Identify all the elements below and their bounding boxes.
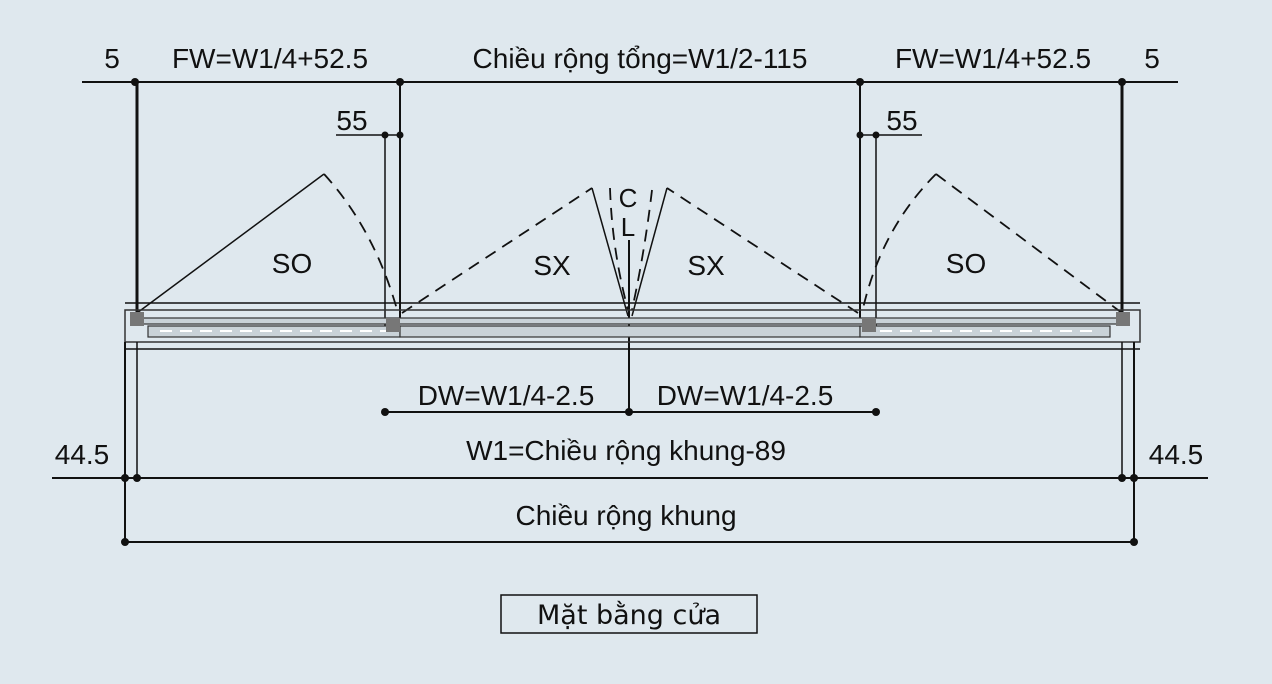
centerline-l: L [621,212,635,242]
panel-label-inner-right: SX [687,250,725,281]
pivot-inner-right [862,318,876,332]
swing-solid-line [631,187,668,317]
fw-left-label: FW=W1/4+52.5 [172,43,368,74]
frame-width-label: Chiều rộng khung [515,500,736,531]
door-leaf-inner [399,325,861,338]
swing-dashed-line [935,173,1123,314]
swing-arc [609,187,629,311]
dim-tick [1118,474,1126,482]
swing-solid-line [136,173,325,314]
dim-tick [381,408,389,416]
dw-right-label: DW=W1/4-2.5 [657,380,834,411]
dim-tick [121,474,129,482]
door-frame [124,309,1141,343]
swing-solid-line [591,187,629,317]
dim-tick [872,408,880,416]
dim-tick [856,131,864,139]
caption-box [500,594,758,634]
fw-right-label: FW=W1/4+52.5 [895,43,1091,74]
swing-dashed-line [401,187,593,314]
dim-tick [133,474,141,482]
panel-label-outer-right: SO [946,248,986,279]
pivot-right [1116,312,1130,326]
panel-label-inner-left: SX [533,250,571,281]
margin-right-label: 44.5 [1149,439,1204,470]
swing-arc [323,173,399,314]
dim-tick [121,538,129,546]
offset-left-label: 55 [336,105,367,136]
swing-arc [861,173,937,314]
dim-tick [625,408,633,416]
dim-tick [1130,538,1138,546]
dim-tick [381,131,389,139]
pivot-left [130,312,144,326]
pivot-inner-left [386,318,400,332]
centerline-c: C [619,183,638,213]
swing-dashed-line [666,187,859,314]
offset-right-label: 55 [886,105,917,136]
caption-text: Mặt bằng cửa [537,600,721,631]
total-width-label: Chiều rộng tổng=W1/2-115 [473,43,808,74]
left-edge-label: 5 [104,43,120,74]
panel-label-outer-left: SO [272,248,312,279]
dim-tick [396,131,404,139]
right-edge-label: 5 [1144,43,1160,74]
margin-left-label: 44.5 [55,439,110,470]
w1-label: W1=Chiều rộng khung-89 [466,435,786,466]
dw-left-label: DW=W1/4-2.5 [418,380,595,411]
dim-tick [872,131,880,139]
track-rail [136,317,1123,325]
swing-arc [631,189,653,311]
dim-tick [1130,474,1138,482]
